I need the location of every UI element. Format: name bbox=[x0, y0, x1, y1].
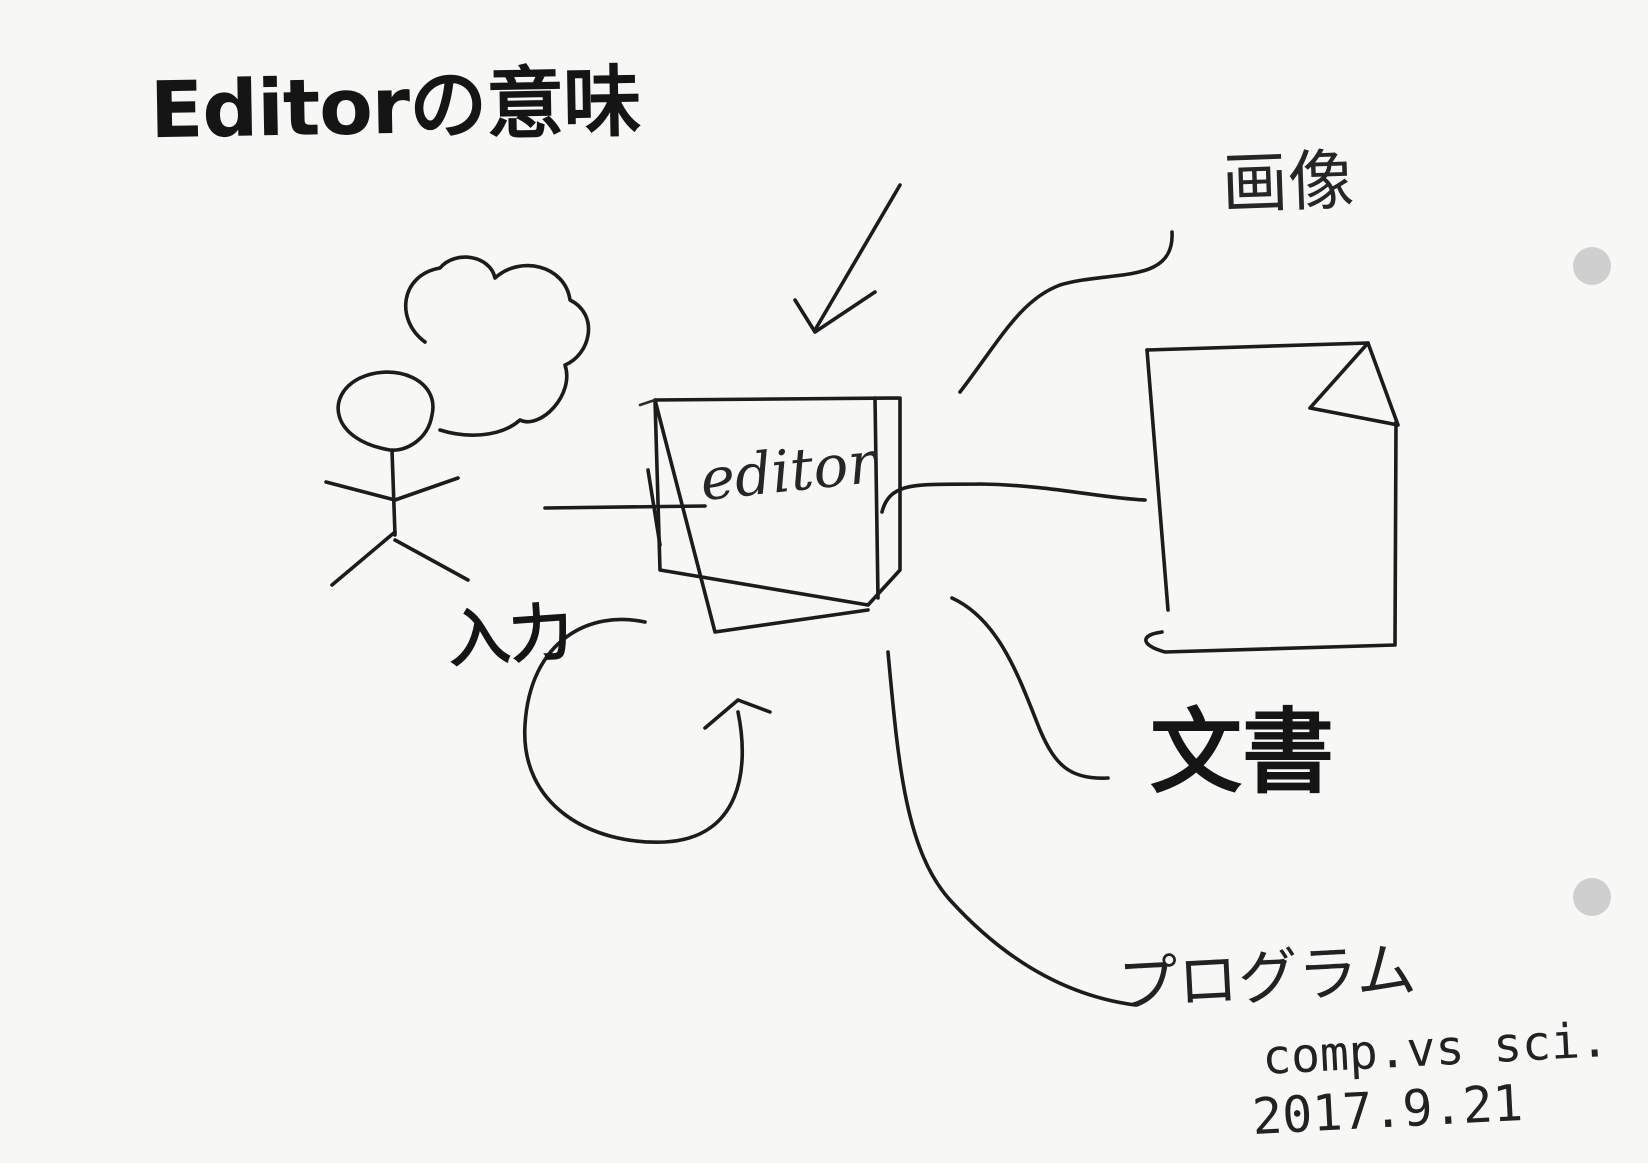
binder-hole-bottom bbox=[1573, 878, 1611, 916]
label-image: 画像 bbox=[1220, 141, 1356, 224]
arrow-down-icon bbox=[793, 183, 902, 334]
page-title: Editorの意味 bbox=[149, 57, 641, 157]
editor-box bbox=[638, 396, 902, 634]
binder-hole-top bbox=[1573, 247, 1611, 285]
date: 2017.9.21 bbox=[1250, 1073, 1525, 1147]
thought-cloud-icon bbox=[403, 255, 591, 437]
label-program: プログラム bbox=[1116, 935, 1418, 1021]
connector-editor-program bbox=[886, 650, 1137, 1007]
editor-box-label: editor bbox=[696, 427, 880, 515]
connector-editor-document bbox=[950, 596, 1110, 780]
connector-editor-image bbox=[958, 230, 1174, 394]
input-loop-arrow-icon bbox=[523, 617, 772, 844]
document-page-icon bbox=[1144, 341, 1400, 654]
label-document: 文書 bbox=[1150, 699, 1335, 806]
person-figure-icon bbox=[324, 370, 470, 587]
connector-editor-page bbox=[880, 482, 1147, 514]
label-input: 入力 bbox=[445, 594, 575, 677]
connector-person-editor bbox=[543, 504, 707, 510]
